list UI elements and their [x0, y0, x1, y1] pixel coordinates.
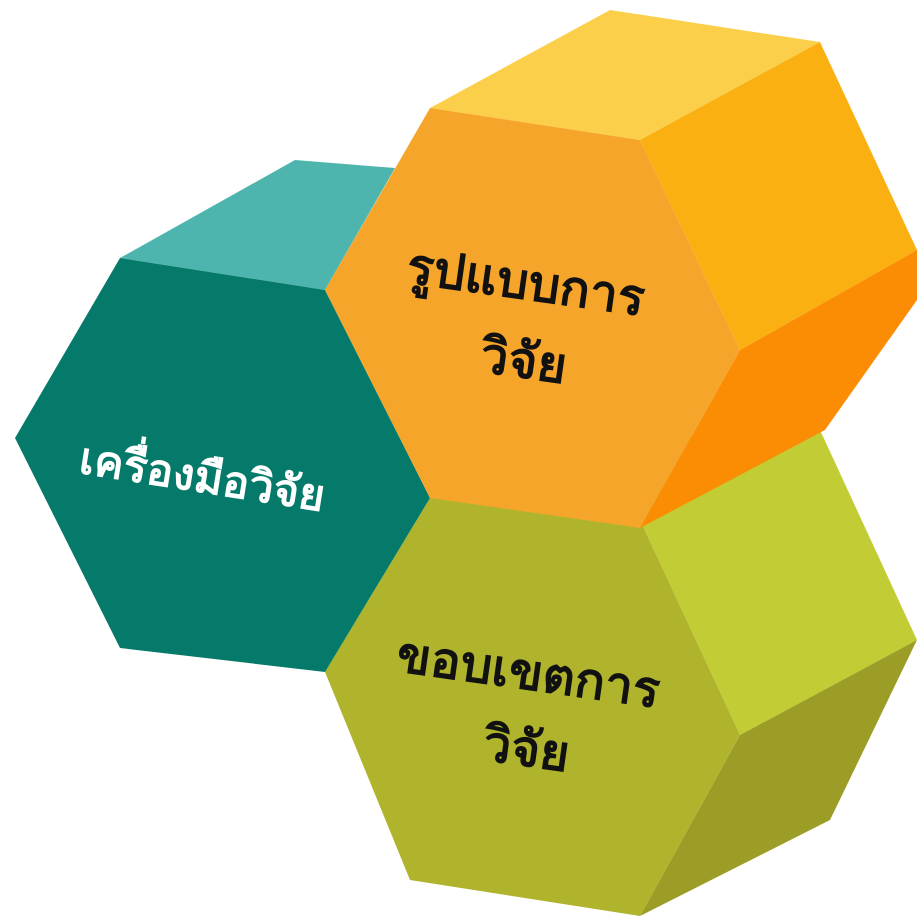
green-hex-right-face [640, 430, 917, 735]
teal-hex-top-face [120, 160, 395, 290]
teal-hex-front-face [15, 258, 430, 672]
hexagon-research-scope: ขอบเขตการ วิจัย [325, 430, 917, 916]
orange-hex-front-face [325, 108, 740, 528]
green-hex-front-face [325, 498, 740, 916]
hexagon-research-design: รูปแบบการ วิจัย [325, 10, 917, 528]
orange-hex-bottom-right-face [640, 250, 917, 528]
orange-hex-label-line-2: วิจัย [476, 326, 571, 396]
green-hex-bottom-right-face [640, 640, 917, 916]
hexagon-research-tools: เครื่องมือวิจัย [15, 160, 430, 672]
green-hex-label-line-2: วิจัย [479, 714, 574, 784]
orange-hex-top-face [430, 10, 820, 140]
orange-hex-right-face [640, 42, 917, 350]
